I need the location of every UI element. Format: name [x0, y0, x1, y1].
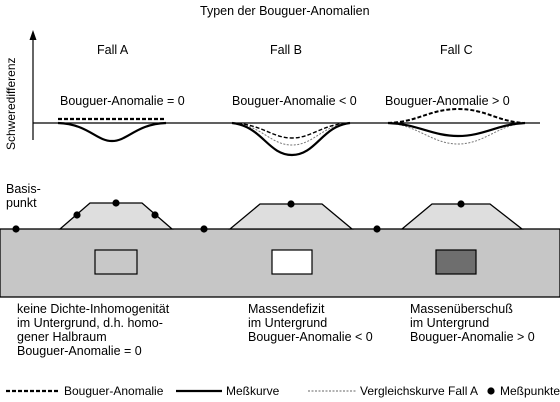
case-b-desc-2: im Untergrund: [248, 316, 328, 330]
case-a-desc-4: Bouguer-Anomalie = 0: [17, 344, 142, 358]
case-c-name: Fall C: [440, 43, 473, 57]
curve-c-mess: [387, 121, 526, 138]
curve-c-vergleich: [387, 122, 526, 145]
y-axis-label: Schweredifferenz: [4, 57, 18, 151]
messpunkt: [287, 200, 295, 208]
case-c-desc-2: im Untergrund: [410, 316, 490, 330]
case-b-name: Fall B: [270, 43, 302, 57]
hill-c: [400, 203, 524, 230]
case-b-anomaly: Bouguer-Anomalie < 0: [232, 94, 357, 108]
y-axis-arrow: [29, 30, 37, 40]
case-a-name: Fall A: [97, 43, 129, 57]
curve-b-bouguer: [231, 122, 351, 139]
block-c: [435, 249, 477, 275]
legend-punkte: Meßpunkte: [500, 384, 560, 398]
case-a-desc-2: im Untergrund, d.h. homo-: [17, 316, 163, 330]
messpunkt: [73, 211, 81, 219]
case-a-anomaly: Bouguer-Anomalie = 0: [60, 94, 185, 108]
hill-b: [228, 203, 354, 230]
messpunkt: [373, 225, 381, 233]
case-b-desc-1: Massendefizit: [248, 302, 325, 316]
legend-vergleich: Vergleichskurve Fall A: [360, 384, 479, 398]
case-c-desc-1: Massenüberschuß: [410, 302, 513, 316]
curve-a-mess: [57, 121, 167, 143]
messpunkt: [12, 225, 20, 233]
curve-b-vergleich: [231, 122, 351, 146]
messpunkt: [151, 211, 159, 219]
case-c-desc-3: Bouguer-Anomalie > 0: [410, 330, 535, 344]
legend-bouguer: Bouguer-Anomalie: [64, 384, 164, 398]
basis-label-1: Basis-: [6, 182, 41, 196]
block-a: [94, 249, 138, 275]
block-b: [271, 249, 313, 275]
legend-dot: [487, 387, 495, 395]
curve-c-bouguer: [387, 107, 526, 124]
curve-b-mess: [231, 121, 351, 157]
case-c-anomaly: Bouguer-Anomalie > 0: [385, 94, 510, 108]
messpunkt: [457, 200, 465, 208]
diagram-title: Typen der Bouguer-Anomalien: [200, 4, 370, 18]
hill-a: [58, 202, 174, 230]
messpunkt: [200, 225, 208, 233]
legend-mess: Meßkurve: [226, 384, 280, 398]
case-b-desc-3: Bouguer-Anomalie < 0: [248, 330, 373, 344]
messpunkt: [112, 199, 120, 207]
case-a-desc-1: keine Dichte-Inhomogenität: [17, 302, 170, 316]
case-a-desc-3: gener Halbraum: [17, 330, 107, 344]
basis-label-2: punkt: [6, 196, 37, 210]
